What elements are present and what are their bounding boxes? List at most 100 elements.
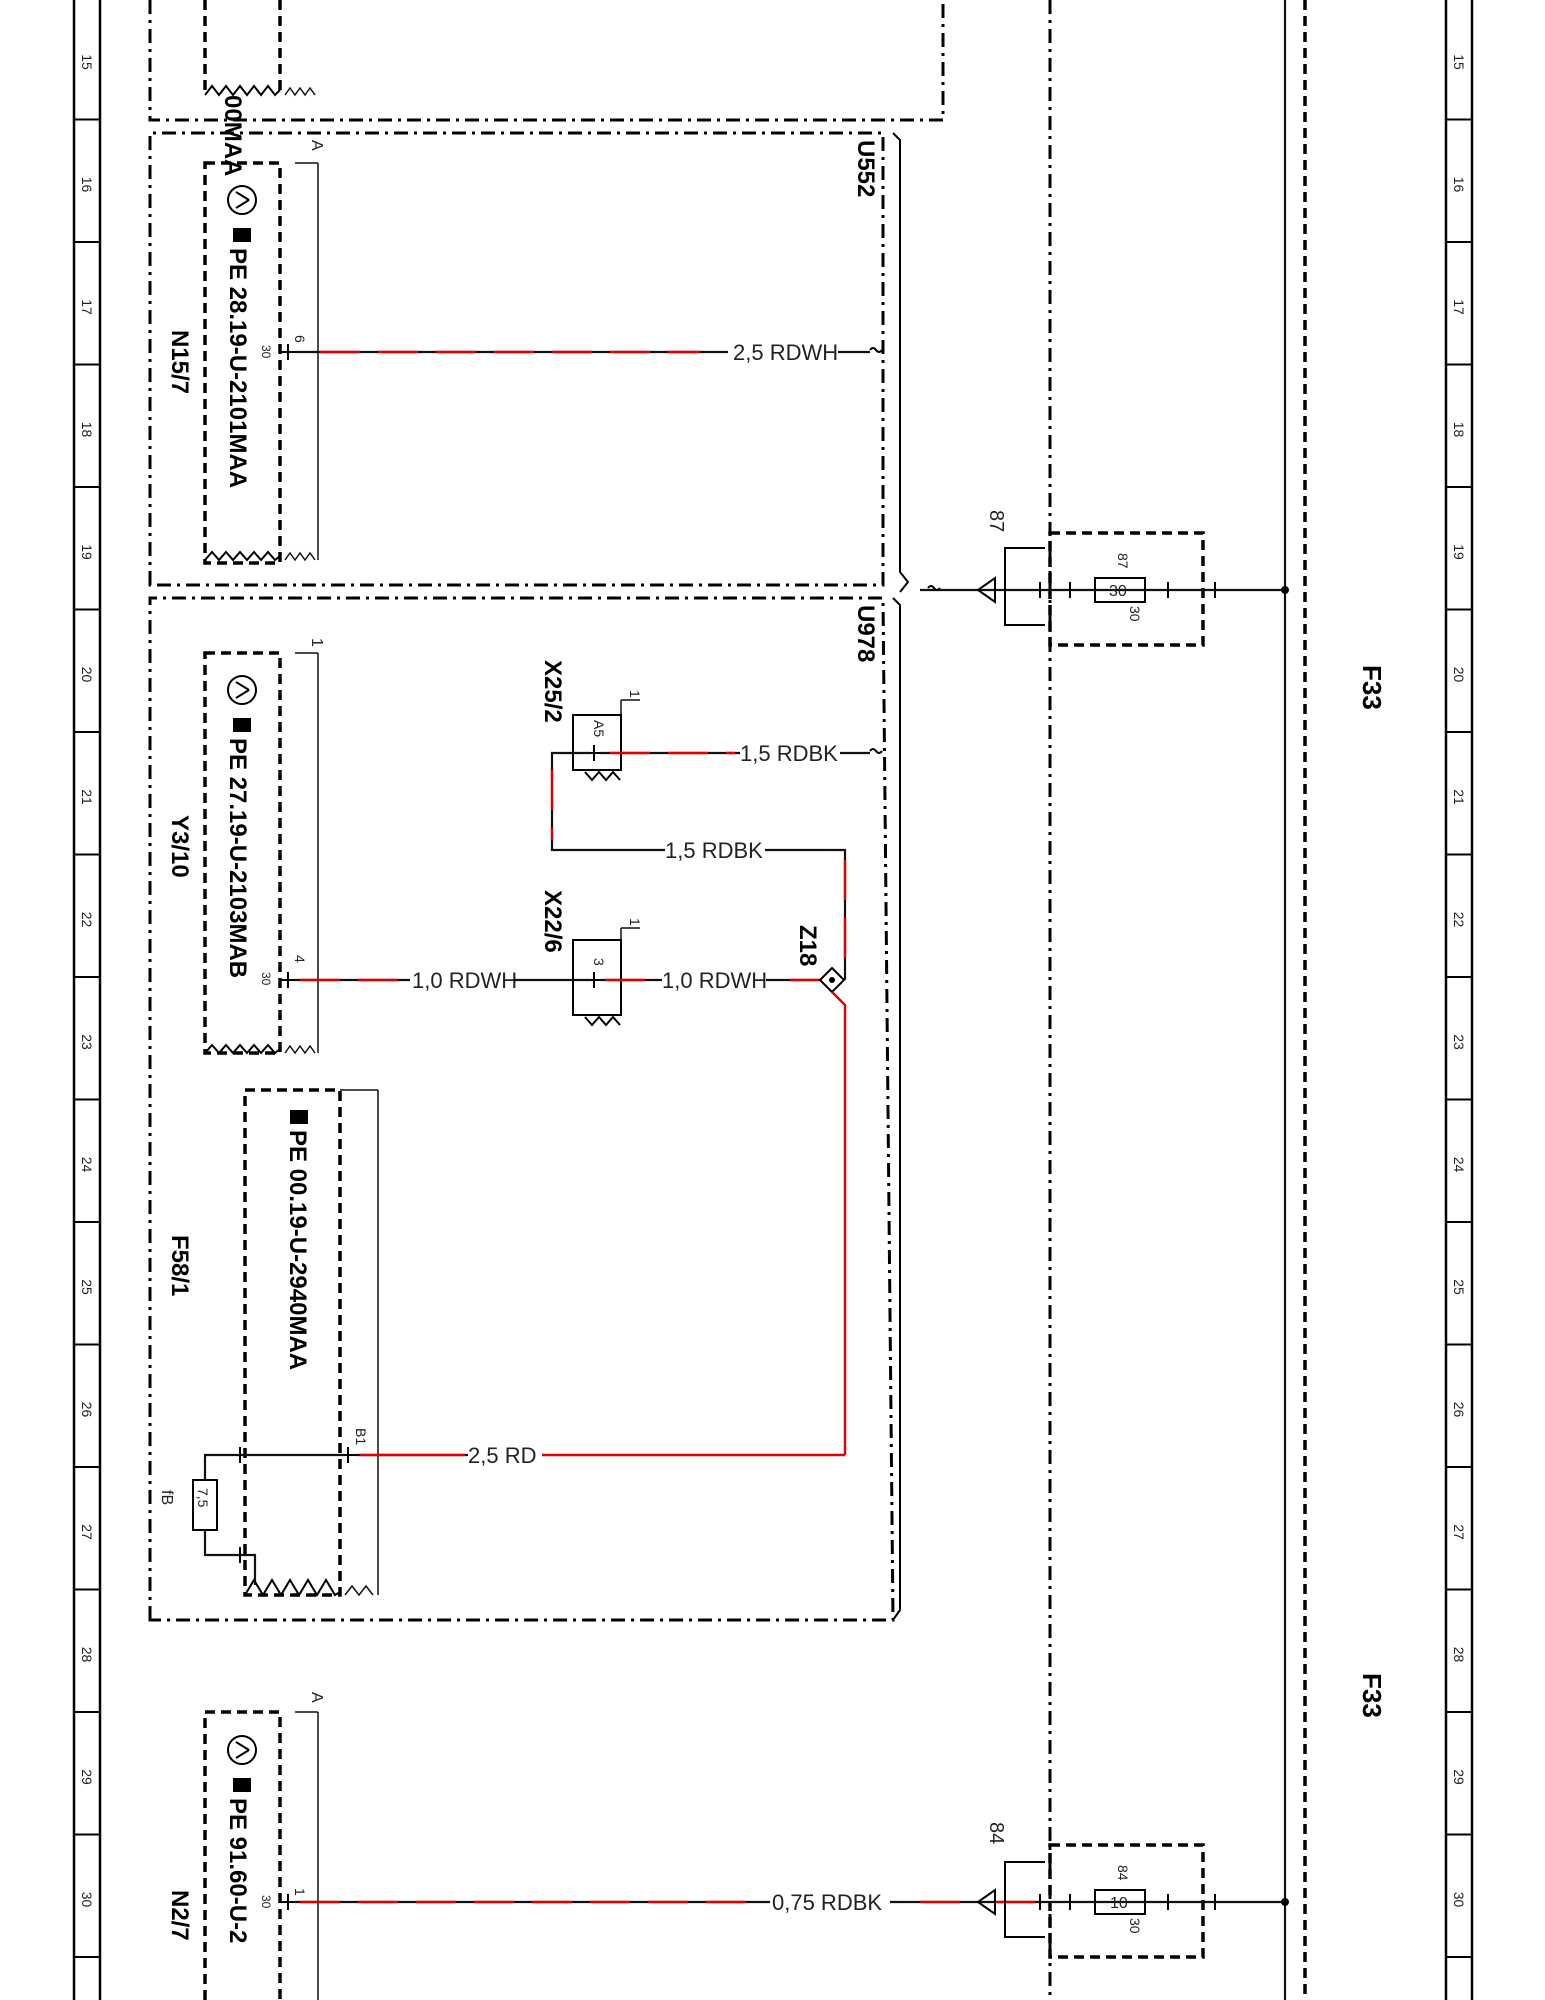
f33-lower-pin-bottom: 30 bbox=[1127, 1918, 1143, 1934]
n15-7-doc: PE 28.19-U-2101MAA bbox=[224, 248, 251, 488]
x22-6-designation: X22/6 bbox=[539, 890, 566, 953]
grid-number: 25 bbox=[79, 1279, 95, 1295]
grid-number: 26 bbox=[79, 1402, 95, 1418]
y3-10-pin-label: 1 bbox=[308, 638, 325, 647]
y3-10-pin: 4 bbox=[292, 955, 308, 963]
u552-group: U552 bbox=[148, 131, 910, 593]
n2-7-pin-label: A bbox=[308, 1692, 325, 1703]
f33-upper-terminal: 87 bbox=[985, 510, 1007, 532]
wire-label-1-0-rdwh-right: 1,0 RDWH bbox=[662, 968, 767, 993]
x25-2-designation: X25/2 bbox=[539, 660, 566, 723]
z18-splice: Z18 bbox=[794, 925, 846, 994]
z18-label: Z18 bbox=[794, 925, 821, 966]
n2-7-pin-sub: 30 bbox=[259, 1895, 273, 1909]
grid-number: 27 bbox=[1451, 1524, 1467, 1540]
grid-number: 30 bbox=[1451, 1892, 1467, 1908]
f33-upper-pin-bottom: 30 bbox=[1127, 606, 1143, 622]
n15-7-designation: N15/7 bbox=[166, 330, 193, 394]
top-partial-block: 00MAA bbox=[148, 0, 945, 176]
u552-label: U552 bbox=[852, 140, 879, 197]
y3-10-designation: Y3/10 bbox=[166, 815, 193, 878]
x22-6-pin-label: 1 bbox=[627, 918, 643, 926]
wire-1-0-rdwh-right: 1,0 RDWH bbox=[600, 966, 820, 994]
f33-lower-fuse-value: 10 bbox=[1110, 1895, 1128, 1912]
grid-number: 25 bbox=[1451, 1279, 1467, 1295]
f33-lower-pin-top: 84 bbox=[1115, 1865, 1131, 1881]
x22-6-connector: 1 3 X22/6 bbox=[539, 890, 643, 1027]
y3-10-doc: PE 27.19-U-2103MAB bbox=[224, 738, 251, 978]
wire-label-1-5-rdbk-upper: 1,5 RDBK bbox=[740, 741, 838, 766]
n15-7-pin: 6 bbox=[292, 335, 308, 343]
x22-6-pin: 3 bbox=[591, 958, 607, 966]
grid-number: 18 bbox=[1451, 422, 1467, 438]
grid-number: 19 bbox=[79, 544, 95, 560]
grid-number: 21 bbox=[1451, 789, 1467, 805]
grid-number: 23 bbox=[79, 1034, 95, 1050]
grid-number: 26 bbox=[1451, 1402, 1467, 1418]
grid-number: 28 bbox=[1451, 1647, 1467, 1663]
grid-number: 17 bbox=[79, 299, 95, 315]
grid-number: 24 bbox=[79, 1157, 95, 1173]
f58-1-designation: F58/1 bbox=[166, 1235, 193, 1296]
f33-upper-designation: F33 bbox=[1357, 665, 1387, 710]
grid-number: 22 bbox=[79, 912, 95, 928]
n15-7-component: A PE 28.19-U-2101MAA N15/7 6 30 bbox=[166, 140, 325, 565]
sensor-icon bbox=[227, 675, 257, 705]
grid-number: 17 bbox=[1451, 299, 1467, 315]
n2-7-designation: N2/7 bbox=[166, 1890, 193, 1941]
wire-label-2-5-rdwh: 2,5 RDWH bbox=[733, 340, 838, 365]
fuse-symbol bbox=[1094, 577, 1146, 603]
grid-number: 30 bbox=[79, 1892, 95, 1908]
grid-number: 16 bbox=[1451, 177, 1467, 193]
reference-hand-icon bbox=[290, 1110, 308, 1124]
f58-1-fuse-label: fB bbox=[158, 1490, 175, 1505]
wire-0-75-rdbk: 0,75 RDBK bbox=[295, 1888, 978, 1916]
grid-number: 20 bbox=[1451, 667, 1467, 683]
grid-number: 20 bbox=[79, 667, 95, 683]
f58-1-component: PE 00.19-U-2940MAA F58/1 B1 7,5 fB bbox=[158, 1088, 379, 1597]
wire-1-5-rdbk-upper: 1,5 RDBK bbox=[600, 739, 883, 767]
wire-label-1-0-rdwh-left: 1,0 RDWH bbox=[412, 968, 517, 993]
n2-7-component: A PE 91.60-U-2 N2/7 1 30 bbox=[166, 1692, 325, 2000]
f33-upper-pin-top: 87 bbox=[1115, 553, 1131, 569]
grid-number: 24 bbox=[1451, 1157, 1467, 1173]
grid-number: 23 bbox=[1451, 1034, 1467, 1050]
n15-7-pin-sub: 30 bbox=[259, 345, 273, 359]
grid-number: 29 bbox=[79, 1769, 95, 1785]
wire-label-0-75-rdbk: 0,75 RDBK bbox=[772, 1890, 882, 1915]
f33-lower-terminal: 84 bbox=[985, 1822, 1007, 1844]
wire-label-2-5-rd: 2,5 RD bbox=[468, 1443, 536, 1468]
grid-number: 16 bbox=[79, 177, 95, 193]
reference-hand-icon bbox=[233, 718, 251, 732]
grid-number: 29 bbox=[1451, 1769, 1467, 1785]
n15-7-pin-label: A bbox=[308, 140, 325, 151]
f33-lower-designation: F33 bbox=[1357, 1673, 1387, 1718]
wire-1-5-rdbk-lower: 1,5 RDBK bbox=[550, 751, 847, 980]
reference-hand-icon bbox=[233, 1778, 251, 1792]
f33-upper: 87 30 87 30 F33 bbox=[920, 510, 1387, 710]
grid-number: 21 bbox=[79, 789, 95, 805]
grid-number: 15 bbox=[79, 54, 95, 70]
x25-2-connector: 1 A5 X25/2 bbox=[539, 660, 643, 782]
grid-number: 27 bbox=[79, 1524, 95, 1540]
grid-number: 19 bbox=[1451, 544, 1467, 560]
n2-7-pin: 1 bbox=[292, 1888, 308, 1896]
n2-7-doc: PE 91.60-U-2 bbox=[224, 1798, 251, 1943]
u978-group: U978 bbox=[148, 596, 901, 1622]
sensor-icon bbox=[227, 1735, 257, 1765]
f58-1-pin: B1 bbox=[353, 1428, 369, 1445]
f58-1-doc: PE 00.19-U-2940MAA bbox=[284, 1130, 311, 1370]
grid-number: 22 bbox=[1451, 912, 1467, 928]
x25-2-pin-label: 1 bbox=[627, 690, 643, 698]
wire-z18-vertical bbox=[831, 991, 847, 1455]
wire-label-1-5-rdbk-lower: 1,5 RDBK bbox=[665, 838, 763, 863]
f58-1-fuse-value: 7,5 bbox=[195, 1488, 211, 1508]
f33-lower: 84 10 84 30 F33 bbox=[976, 1673, 1387, 1959]
y3-10-pin-sub: 30 bbox=[259, 972, 273, 986]
f33-upper-fuse-value: 30 bbox=[1109, 583, 1127, 600]
wire-2-5-rdwh: 2,5 RDWH bbox=[295, 338, 883, 366]
wire-2-5-rd: 2,5 RD bbox=[355, 1441, 845, 1469]
